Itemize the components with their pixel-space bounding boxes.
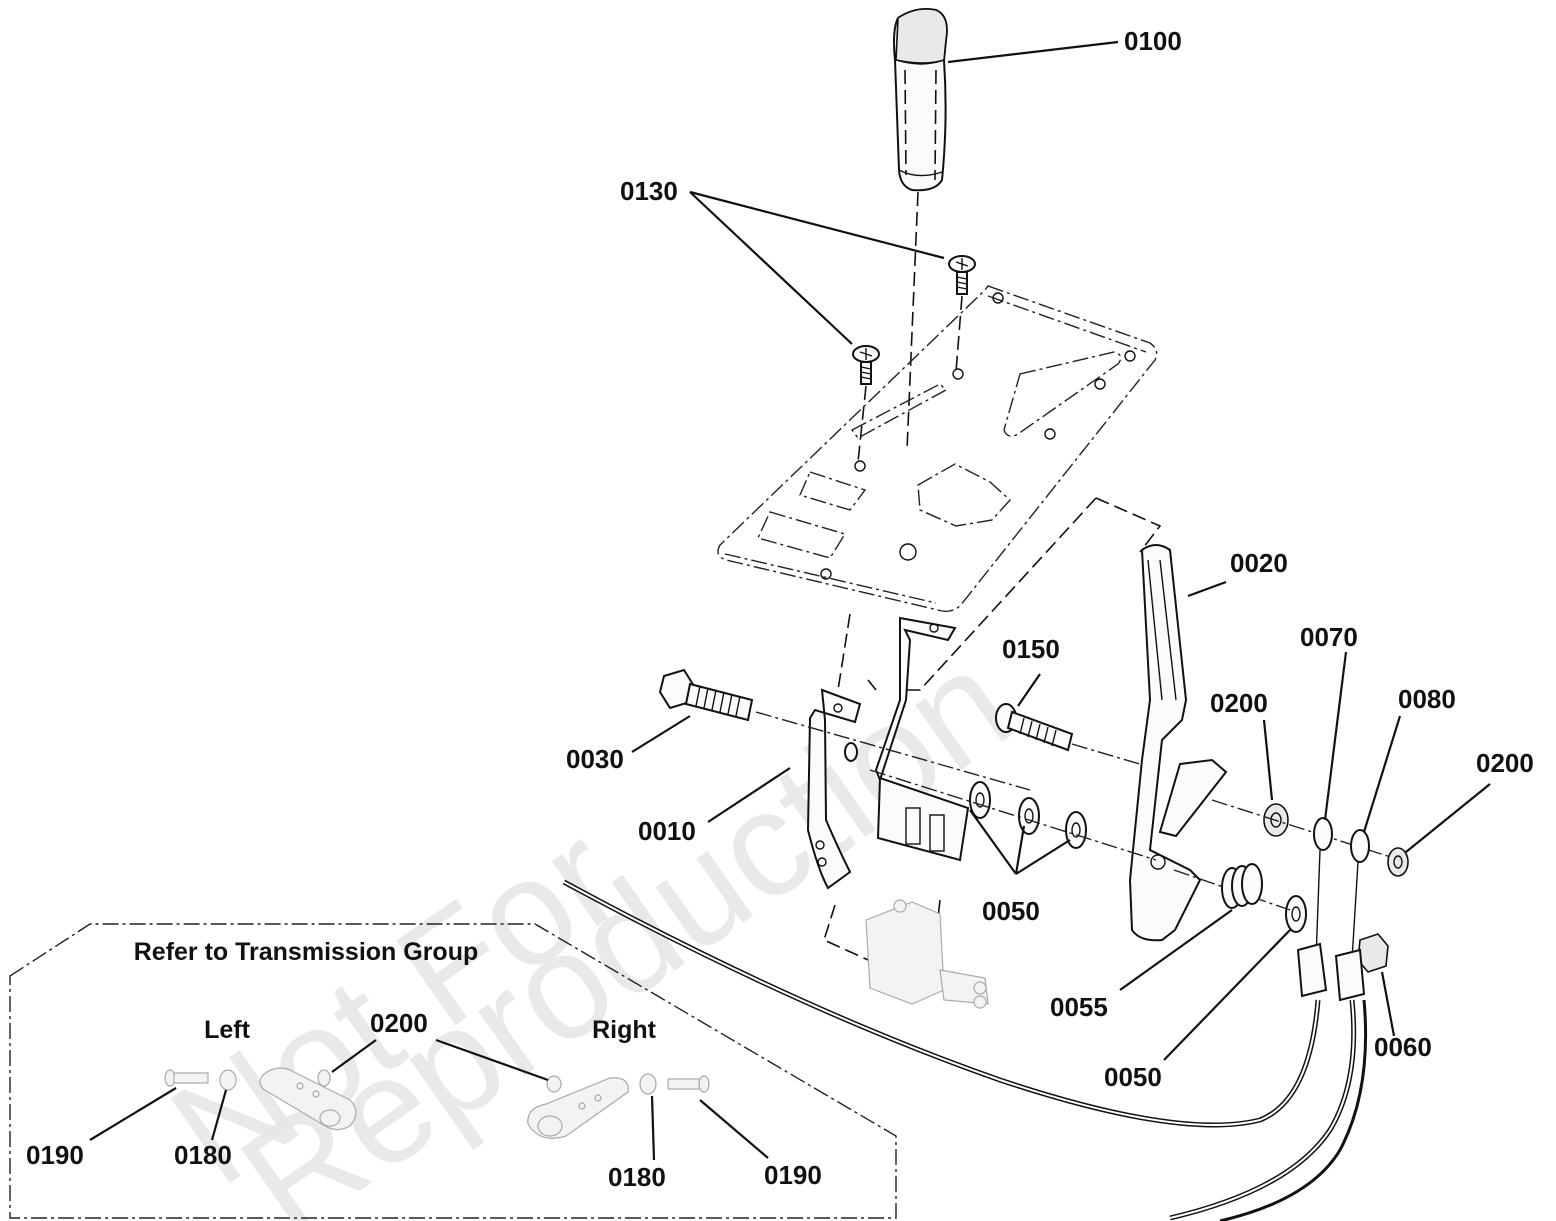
nut-0200-far xyxy=(1387,847,1409,877)
label-0200-c: 0200 xyxy=(370,1008,428,1038)
cable-clamps xyxy=(1296,942,1366,1002)
transmission-inset: Refer to Transmission Group Left Right xyxy=(9,923,897,1219)
label-0055: 0055 xyxy=(1050,992,1108,1022)
label-0180-a: 0180 xyxy=(174,1140,232,1170)
screw-0130-right xyxy=(948,255,976,295)
mounting-plate xyxy=(717,285,1158,613)
control-cables xyxy=(562,879,1368,1221)
label-0180-b: 0180 xyxy=(608,1162,666,1192)
label-0050-b: 0050 xyxy=(1104,1062,1162,1092)
label-0130: 0130 xyxy=(620,176,678,206)
label-0190-a: 0190 xyxy=(26,1140,84,1170)
nut-0060 xyxy=(1357,933,1389,973)
leader-lines xyxy=(89,40,1491,1161)
label-0150: 0150 xyxy=(1002,634,1060,664)
label-0080: 0080 xyxy=(1398,684,1456,714)
left-linkage xyxy=(164,1067,357,1131)
screw-0130-left xyxy=(852,345,880,385)
lever-0020 xyxy=(1128,544,1228,942)
right-linkage xyxy=(527,1073,710,1139)
cable-end-0070 xyxy=(1313,817,1333,961)
bolt-0030 xyxy=(658,668,754,722)
label-0200-a: 0200 xyxy=(1210,688,1268,718)
bolt-0150 xyxy=(995,703,1074,752)
label-0070: 0070 xyxy=(1300,622,1358,652)
washers-0050 xyxy=(969,781,1307,933)
part-labels: 0100 0130 0020 0150 0070 0080 0200 0200 … xyxy=(26,26,1534,1192)
label-0030: 0030 xyxy=(566,744,624,774)
inset-title: Refer to Transmission Group xyxy=(134,938,479,966)
label-0100: 0100 xyxy=(1124,26,1182,56)
label-0050-a: 0050 xyxy=(982,896,1040,926)
inset-right-label: Right xyxy=(592,1016,657,1044)
spring-0055 xyxy=(1221,863,1263,909)
inset-left-label: Left xyxy=(204,1016,251,1044)
label-0020: 0020 xyxy=(1230,548,1288,578)
label-0060: 0060 xyxy=(1374,1032,1432,1062)
shift-knob xyxy=(893,8,948,192)
bracket-0010 xyxy=(806,616,970,890)
label-0200-b: 0200 xyxy=(1476,748,1534,778)
switch-assembly xyxy=(865,899,989,1009)
label-0010: 0010 xyxy=(638,816,696,846)
cable-end-0080 xyxy=(1350,829,1370,961)
label-0190-b: 0190 xyxy=(764,1160,822,1190)
